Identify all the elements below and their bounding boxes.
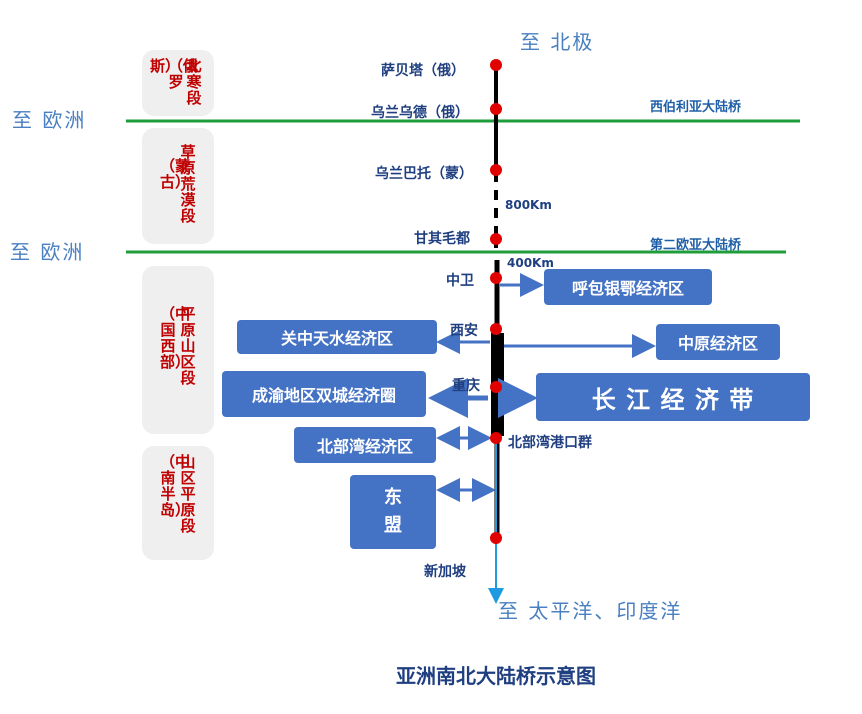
bridge-label-siberia: 西伯利亚大陆桥 [650, 100, 742, 115]
city-label-chongqing: 重庆 [452, 378, 480, 394]
segment-text: 平原山区段 [180, 305, 196, 387]
city-label-xian: 西安 [450, 323, 478, 339]
segment-panel-steppe: 草原荒漠段 （蒙古） [142, 128, 214, 244]
node-zhongwei [490, 272, 502, 284]
segment-text: 北寒段 [186, 57, 202, 107]
direction-south: 至 太平洋、印度洋 [498, 599, 683, 623]
bridge-label-second: 第二欧亚大陆桥 [650, 238, 742, 253]
diagram-caption: 亚洲南北大陆桥示意图 [396, 664, 596, 688]
city-label-singapore: 新加坡 [424, 564, 466, 580]
node-singapore [490, 532, 502, 544]
segment-text: 斯） [150, 57, 181, 75]
segment-text: 草原荒漠段 [180, 143, 196, 225]
zone-beibuwan: 北部湾经济区 [294, 427, 436, 463]
zone-asean: 东 盟 [350, 475, 436, 549]
node-xian [490, 323, 502, 335]
segment-text: 山区平原段 [180, 453, 196, 535]
segment-panel-indochina: 山区平原段 （中南半岛） [142, 446, 214, 560]
city-label-zhongwei: 中卫 [446, 273, 474, 289]
city-label-ulaanbaatar: 乌兰巴托（蒙） [375, 166, 473, 182]
segment-text: （俄罗 [168, 57, 199, 91]
city-label-ulan-ude: 乌兰乌德（俄） [371, 105, 469, 121]
segment-text: （蒙古） [160, 157, 191, 191]
zone-yangtze: 长 江 经 济 带 [536, 373, 810, 421]
distance-label-400: 400Km [507, 256, 554, 270]
node-ganqimaodu [490, 233, 502, 245]
direction-europe-1: 至 欧洲 [12, 108, 87, 132]
segment-text: （中国西部） [160, 305, 191, 371]
node-beibuwan-port [490, 432, 502, 444]
distance-label-800: 800Km [505, 198, 552, 212]
zone-hubao: 呼包银鄂经济区 [544, 269, 712, 305]
segment-text: （中南半岛） [160, 453, 191, 519]
zone-chengyu: 成渝地区双城经济圈 [222, 371, 426, 417]
node-ulan-ude [490, 103, 502, 115]
node-sabeita [490, 59, 502, 71]
direction-europe-2: 至 欧洲 [10, 240, 85, 264]
zone-guanzhong: 关中天水经济区 [237, 320, 437, 354]
city-label-sabeita: 萨贝塔（俄） [381, 63, 465, 79]
segment-panel-north-cold: 北寒段 （俄罗 斯） [142, 50, 214, 116]
city-label-ganqimaodu: 甘其毛都 [414, 231, 470, 247]
node-chongqing [490, 381, 502, 393]
zone-zhongyuan: 中原经济区 [656, 324, 780, 360]
city-label-beibuwan-port: 北部湾港口群 [508, 435, 592, 451]
node-ulaanbaatar [490, 164, 502, 176]
segment-panel-china-west: 平原山区段 （中国西部） [142, 266, 214, 434]
direction-north: 至 北极 [520, 30, 595, 54]
